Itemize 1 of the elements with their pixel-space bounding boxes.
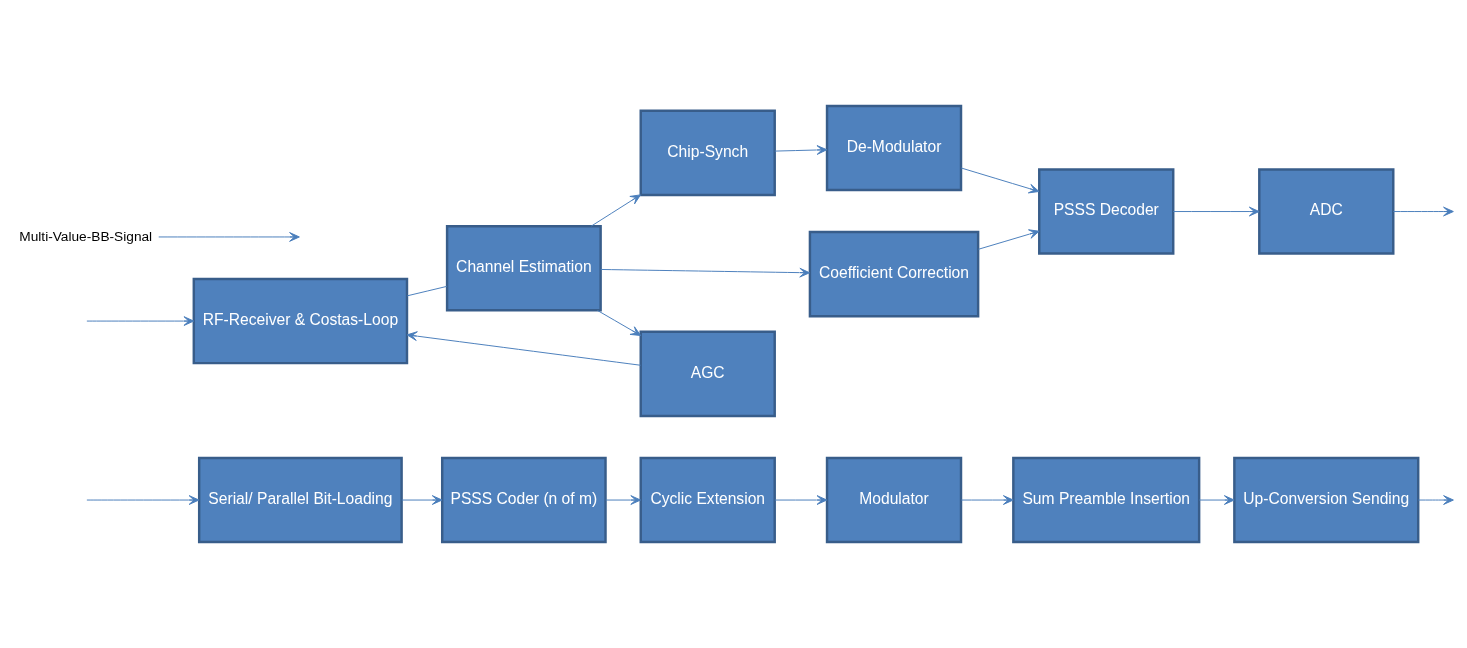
node-text: Multi-Value-BB-Signal xyxy=(19,228,153,244)
